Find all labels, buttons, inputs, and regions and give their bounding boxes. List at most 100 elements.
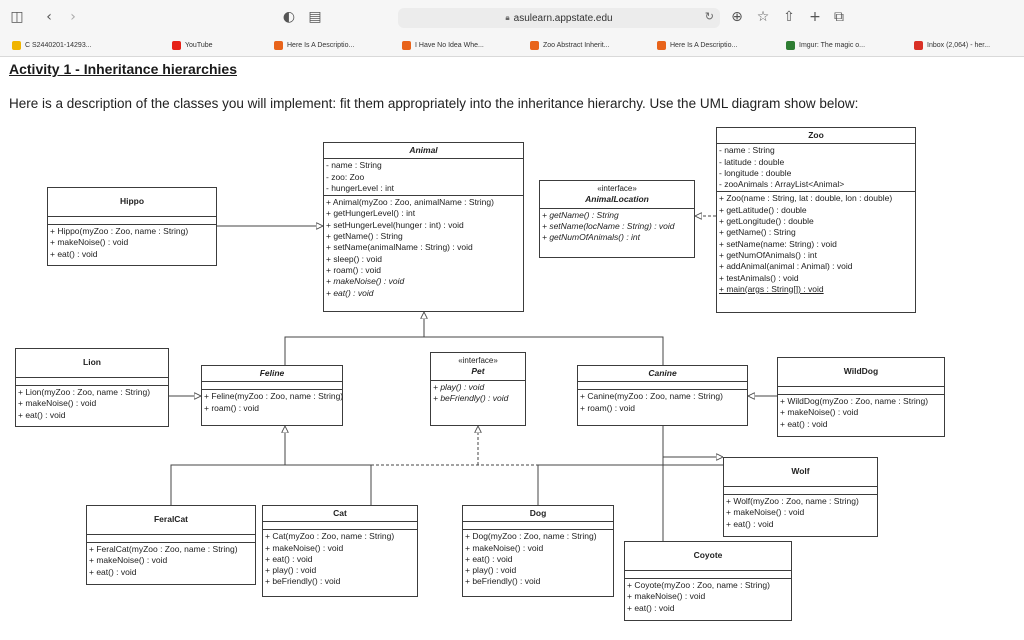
uml-method: + roam() : void	[204, 402, 260, 413]
uml-method: + roam() : void	[580, 402, 636, 413]
download-icon[interactable]: ⊕	[731, 9, 743, 25]
uml-class-name: Hippo	[119, 196, 145, 207]
uml-attribute: - hungerLevel : int	[326, 182, 395, 193]
uml-attributes	[463, 522, 613, 531]
asu-star-icon	[12, 40, 21, 50]
bookmark-item[interactable]: Inbox (2,064) - her...	[914, 39, 990, 51]
bookmark-label: YouTube	[185, 41, 213, 49]
new-tab-icon[interactable]: +	[809, 9, 821, 25]
uml-method: + Feline(myZoo : Zoo, name : String)	[204, 391, 344, 402]
bookmarks-bar: C S2440201-14293... YouTube Here Is A Desc…	[0, 34, 1024, 57]
uml-attributes	[625, 571, 791, 579]
uml-method: + play() : void	[265, 565, 317, 576]
uml-method: + WildDog(myZoo : Zoo, name : String)	[780, 396, 929, 406]
reload-icon[interactable]: ↻	[704, 11, 714, 23]
uml-header: «interface»Pet	[431, 353, 525, 381]
edge-feline-animal	[284, 312, 664, 365]
bookmark-item[interactable]: Here Is A Descriptio...	[657, 39, 737, 51]
uml-class-name: WildDog	[843, 366, 879, 377]
uml-header: Wolf	[724, 458, 877, 487]
uml-methods: + FeralCat(myZoo : Zoo, name : String)+ …	[87, 543, 255, 579]
uml-header: Feline	[202, 366, 342, 383]
bookmark-label: Zoo Abstract Inherit...	[543, 41, 610, 49]
uml-method: + makeNoise() : void	[89, 555, 168, 566]
uml-methods: + Feline(myZoo : Zoo, name : String)+ ro…	[202, 390, 344, 415]
uml-interface-pet: «interface»Pet+ play() : void+ beFriendl…	[430, 352, 526, 426]
uml-methods: + Lion(myZoo : Zoo, name : String)+ make…	[16, 386, 168, 422]
uml-method: + getName() : String	[326, 231, 403, 242]
share-icon[interactable]: ⇧	[783, 9, 795, 25]
uml-method: + Zoo(name : String, lat : double, lon :…	[719, 193, 893, 204]
bookmark-star-icon[interactable]: ☆	[756, 9, 770, 25]
bookmark-item[interactable]: Here Is A Descriptio...	[274, 39, 354, 51]
uml-class-wolf: Wolf + Wolf(myZoo : Zoo, name : String)+ …	[723, 457, 878, 537]
tab-overview-icon[interactable]: ⧉	[834, 9, 844, 25]
uml-attribute: - latitude : double	[719, 156, 785, 167]
page-title: Activity 1 - Inheritance hierarchies	[9, 61, 237, 77]
uml-method: + eat() : void	[726, 518, 774, 529]
chegg-icon	[657, 40, 666, 50]
uml-method: + main(args : String[]) : void	[719, 283, 824, 294]
uml-stereotype: «interface»	[597, 184, 637, 193]
reader-icon[interactable]: ▤	[308, 9, 322, 25]
uml-attributes	[48, 217, 216, 225]
uml-method: + play() : void	[465, 565, 517, 576]
uml-class-cat: Cat + Cat(myZoo : Zoo, name : String)+ ma…	[262, 505, 418, 597]
uml-attributes	[87, 535, 255, 543]
forward-icon[interactable]: ›	[70, 9, 76, 25]
bookmark-label: C S2440201-14293...	[25, 41, 92, 49]
uml-stereotype: «interface»	[458, 356, 498, 365]
browser-toolbar: ◫ ‹ › ◐ ▤ 🔒︎ asulearn.appstate.edu ↻ ⊕ ☆…	[0, 0, 1024, 34]
uml-method: + setName(locName : String) : void	[542, 220, 675, 231]
lock-icon: 🔒︎	[505, 13, 510, 22]
uml-class-name: Wolf	[791, 466, 810, 477]
uml-header: WildDog	[778, 358, 944, 387]
bookmark-label: Imgur: The magic o...	[799, 41, 866, 49]
uml-method: + addAnimal(animal : Animal) : void	[719, 261, 853, 272]
uml-header: Lion	[16, 349, 168, 378]
uml-attributes	[263, 522, 417, 531]
uml-methods: + Wolf(myZoo : Zoo, name : String)+ make…	[724, 495, 877, 531]
uml-method: + Cat(myZoo : Zoo, name : String)	[265, 531, 395, 542]
uml-method: + eat() : void	[465, 553, 513, 564]
back-icon[interactable]: ‹	[46, 9, 52, 25]
uml-class-name: FeralCat	[153, 514, 188, 525]
uml-class-feline: Feline + Feline(myZoo : Zoo, name : Strin…	[201, 365, 343, 426]
uml-method: + testAnimals() : void	[719, 272, 799, 283]
uml-method: + eat() : void	[265, 553, 313, 564]
chegg-icon	[274, 40, 283, 50]
uml-method: + eat() : void	[50, 248, 98, 259]
uml-method: + roam() : void	[326, 264, 382, 275]
bookmark-item[interactable]: I Have No Idea Whe...	[402, 39, 484, 51]
uml-header: Coyote	[625, 542, 791, 571]
bookmark-item[interactable]: C S2440201-14293...	[12, 39, 92, 51]
gmail-icon	[914, 40, 923, 50]
uml-class-name: Dog	[529, 508, 547, 518]
uml-method: + makeNoise() : void	[780, 407, 859, 418]
uml-method: + play() : void	[433, 381, 485, 392]
shield-icon[interactable]: ◐	[282, 9, 296, 25]
uml-attributes	[202, 382, 342, 391]
uml-header: Cat	[263, 506, 417, 523]
uml-header: Canine	[578, 366, 747, 383]
bookmark-item[interactable]: Zoo Abstract Inherit...	[530, 39, 610, 51]
uml-method: + makeNoise() : void	[265, 542, 344, 553]
bookmark-item[interactable]: YouTube	[172, 39, 213, 51]
uml-methods: + getName() : String+ setName(locName : …	[540, 209, 694, 245]
uml-method: + beFriendly() : void	[465, 576, 541, 587]
uml-method: + Dog(myZoo : Zoo, name : String)	[465, 531, 597, 542]
uml-class-name: Coyote	[693, 550, 723, 561]
uml-method: + beFriendly() : void	[265, 576, 341, 587]
uml-attribute: - zoo: Zoo	[326, 171, 365, 182]
bookmark-item[interactable]: Imgur: The magic o...	[786, 39, 865, 51]
uml-class-feralcat: FeralCat + FeralCat(myZoo : Zoo, name : S…	[86, 505, 256, 585]
uml-method: + getNumOfAnimals() : int	[719, 249, 818, 260]
uml-header: Hippo	[48, 188, 216, 217]
uml-header: Zoo	[717, 128, 915, 145]
uml-attributes	[16, 378, 168, 386]
uml-method: + setName(name: String) : void	[719, 238, 837, 249]
uml-methods: + Cat(myZoo : Zoo, name : String)+ makeN…	[263, 530, 417, 588]
uml-method: + makeNoise() : void	[50, 237, 129, 248]
sidebar-icon[interactable]: ◫	[10, 9, 24, 25]
address-bar[interactable]: 🔒︎ asulearn.appstate.edu ↻	[398, 8, 720, 28]
